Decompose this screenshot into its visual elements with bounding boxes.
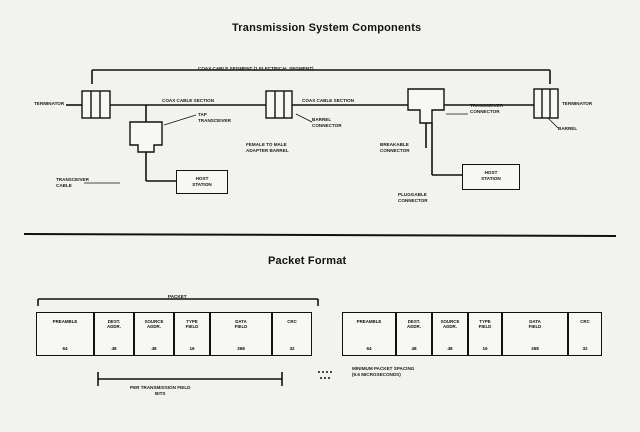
packet-cell-bits: 48 <box>151 346 157 351</box>
barrel-connector-icon <box>265 90 293 119</box>
packet-cell-bits: 16 <box>189 346 195 351</box>
packet-cell-label: SOURCE ADDR. <box>144 319 164 330</box>
barrel-leader <box>295 113 313 123</box>
tap-transceiver-icon <box>129 121 163 153</box>
packet-cell: DEST. ADDR. 48 <box>94 312 134 356</box>
packet-cell: DATA FIELD 368 <box>210 312 272 356</box>
transceiver-right-label: TRANSCEIVER CONNECTOR <box>470 103 503 114</box>
coax-section-label-1: COAX CABLE SECTION <box>162 98 215 103</box>
segment-span-label: COAX CABLE SEGMENT (1 ELECTRICAL SEGMENT… <box>198 66 314 71</box>
packet-cell-bits: 48 <box>447 346 453 351</box>
terminator-right-icon <box>533 88 559 119</box>
packet-cell-bits: 368 <box>237 346 245 351</box>
barrel-right-label: BARREL <box>558 126 578 131</box>
packet-cell: SOURCE ADDR. 48 <box>432 312 468 356</box>
breakable-connector-label: BREAKABLE CONNECTOR <box>380 142 410 153</box>
transceiver-right-icon <box>407 88 445 124</box>
packet-cell: CRC 32 <box>272 312 312 356</box>
transceiver-cable-label: TRANSCEIVER CABLE <box>56 177 89 188</box>
packet-cell-label: PREAMBLE <box>52 319 78 324</box>
packet-cell-label: CRC <box>287 319 297 324</box>
host-station-left-label: HOST STATION <box>192 176 212 187</box>
terminator-left-label: TERMINATOR <box>34 101 65 106</box>
packet-cell-label: DEST. ADDR. <box>407 319 421 330</box>
packet-title: Packet Format <box>268 255 347 267</box>
packet-cell-label: TYPE FIELD <box>478 319 492 330</box>
packet-cell-bits: 48 <box>411 346 417 351</box>
packet-cell: PREAMBLE 64 <box>36 312 94 356</box>
packet-cell-bits: 16 <box>482 346 488 351</box>
packet-cell: TYPE FIELD 16 <box>468 312 502 356</box>
packet-cell: DEST. ADDR. 48 <box>396 312 432 356</box>
coax-section-label-2: COAX CABLE SECTION <box>302 98 355 103</box>
transmission-title: Transmission System Components <box>232 22 422 34</box>
bottom-right-label: MINIMUM PACKET SPACING (9.6 MICROSECONDS… <box>352 366 415 377</box>
packet-span-label: PACKET <box>168 294 187 299</box>
packet-cell-bits: 368 <box>531 346 539 351</box>
packet-cell-label: DEST. ADDR. <box>107 319 121 330</box>
host-station-right-label: HOST STATION <box>481 170 501 181</box>
packet-cell: DATA FIELD 368 <box>502 312 568 356</box>
barrel-connector-label: BARREL CONNECTOR <box>312 117 342 128</box>
barrel-right-leader <box>547 117 559 129</box>
female-connector-label: FEMALE TO MALE ADAPTER BARREL <box>246 142 289 153</box>
tap-leader <box>163 114 197 126</box>
packet-cell-label: CRC <box>580 319 590 324</box>
packet-cell-bits: 64 <box>62 346 68 351</box>
packet-cell-label: PREAMBLE <box>356 319 382 324</box>
section-divider <box>23 233 617 237</box>
tap-label: TAP TRANSCEIVER <box>198 112 231 123</box>
packet-cell-bits: 32 <box>582 346 588 351</box>
packet-cell: PREAMBLE 64 <box>342 312 396 356</box>
packet-cell-bits: 64 <box>366 346 372 351</box>
packet-cell-label: DATA FIELD <box>528 319 542 330</box>
packet-cell-label: TYPE FIELD <box>185 319 199 330</box>
host-station-right-box: HOST STATION <box>462 164 520 190</box>
packet-cell: CRC 32 <box>568 312 602 356</box>
terminator-right-label: TERMINATOR <box>562 101 593 106</box>
packet-cell-label: DATA FIELD <box>234 319 248 330</box>
packet-cell-bits: 32 <box>289 346 295 351</box>
packet-cell-label: SOURCE ADDR. <box>440 319 460 330</box>
packet-cell: SOURCE ADDR. 48 <box>134 312 174 356</box>
host-station-left-box: HOST STATION <box>176 170 228 194</box>
terminator-left-icon <box>81 90 111 119</box>
pluggable-connector-label: PLUGGABLE CONNECTOR <box>398 192 428 203</box>
bottom-left-label: PER TRANSMISSION FIELD BITS <box>130 385 191 396</box>
packet-cell-bits: 48 <box>111 346 117 351</box>
packet-cell: TYPE FIELD 16 <box>174 312 210 356</box>
